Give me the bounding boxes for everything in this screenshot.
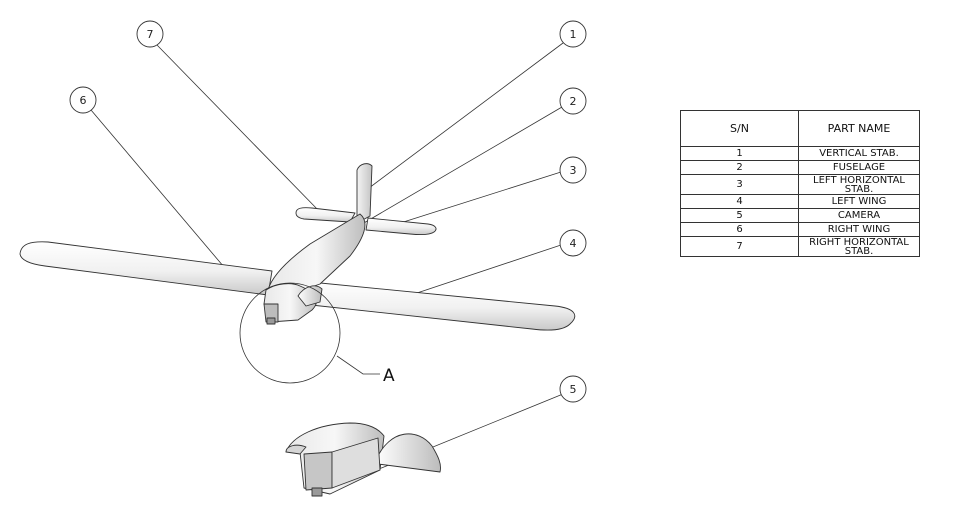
balloon-2: 2 (559, 87, 587, 115)
cell-sn: 4 (680, 194, 799, 209)
leader-1 (364, 42, 564, 192)
leader-2 (327, 106, 563, 245)
horizontal-stabilizer-right (365, 217, 437, 236)
horizontal-stabilizer-left (295, 207, 356, 223)
svg-text:4: 4 (570, 237, 577, 250)
table-row: 6 RIGHT WING (680, 222, 920, 237)
cell-part-name: LEFT WING (798, 194, 920, 209)
balloon-7: 7 (136, 20, 164, 48)
svg-text:3: 3 (570, 164, 577, 177)
wing-root-fairing (297, 285, 323, 307)
parts-list-table: S/N PART NAME 1 VERTICAL STAB. 2 FUSELAG… (680, 110, 920, 257)
leader-6 (90, 109, 236, 281)
detail-camera-lens (311, 487, 323, 497)
leader-7 (156, 44, 322, 214)
detail-wing-stub-left (285, 444, 307, 455)
cell-sn: 1 (680, 146, 799, 161)
detail-view-a (285, 422, 441, 497)
detail-camera-body (303, 451, 333, 491)
leader-3 (393, 171, 562, 226)
balloon-3: 3 (559, 156, 587, 184)
cell-sn: 3 (680, 174, 799, 195)
detail-label-a: A (383, 366, 395, 386)
svg-text:2: 2 (570, 95, 577, 108)
table-row: 2 FUSELAGE (680, 160, 920, 175)
svg-text:6: 6 (80, 94, 87, 107)
cell-sn: 2 (680, 160, 799, 175)
svg-text:7: 7 (147, 28, 154, 41)
cell-sn: 7 (680, 236, 799, 257)
camera-mount (263, 303, 279, 323)
balloons: 7 1 6 2 3 4 5 (69, 20, 587, 403)
svg-text:5: 5 (570, 383, 577, 396)
table-row: 5 CAMERA (680, 208, 920, 223)
balloon-5: 5 (559, 375, 587, 403)
table-header-row: S/N PART NAME (680, 110, 920, 147)
header-sn: S/N (680, 110, 799, 147)
cell-part-name: RIGHT WING (798, 222, 920, 237)
camera-lens (266, 317, 276, 325)
table-row: 4 LEFT WING (680, 194, 920, 209)
cell-sn: 6 (680, 222, 799, 237)
balloon-6: 6 (69, 86, 97, 114)
vertical-stabilizer (356, 163, 373, 224)
table-row: 7 RIGHT HORIZONTAL STAB. (680, 236, 920, 257)
detail-circle-a (239, 282, 341, 384)
svg-text:1: 1 (570, 28, 577, 41)
cell-part-name: VERTICAL STAB. (798, 146, 920, 161)
detail-camera-side (331, 437, 381, 489)
table-row: 1 VERTICAL STAB. (680, 146, 920, 161)
leader-detail-a (336, 355, 380, 375)
leader-4 (401, 244, 562, 299)
left-wing-part (299, 280, 576, 331)
leader-lines (90, 42, 564, 494)
cell-sn: 5 (680, 208, 799, 223)
balloon-4: 4 (559, 229, 587, 257)
header-part-name: PART NAME (798, 110, 920, 147)
cell-part-name: LEFT HORIZONTAL STAB. (798, 174, 920, 195)
cell-part-name: CAMERA (798, 208, 920, 223)
balloon-1: 1 (559, 20, 587, 48)
aircraft-assembly (19, 163, 576, 331)
detail-wing-fairing (375, 433, 441, 473)
table-row: 3 LEFT HORIZONTAL STAB. (680, 174, 920, 195)
cell-part-name: RIGHT HORIZONTAL STAB. (798, 236, 920, 257)
cell-part-name: FUSELAGE (798, 160, 920, 175)
right-wing-part (19, 241, 273, 296)
